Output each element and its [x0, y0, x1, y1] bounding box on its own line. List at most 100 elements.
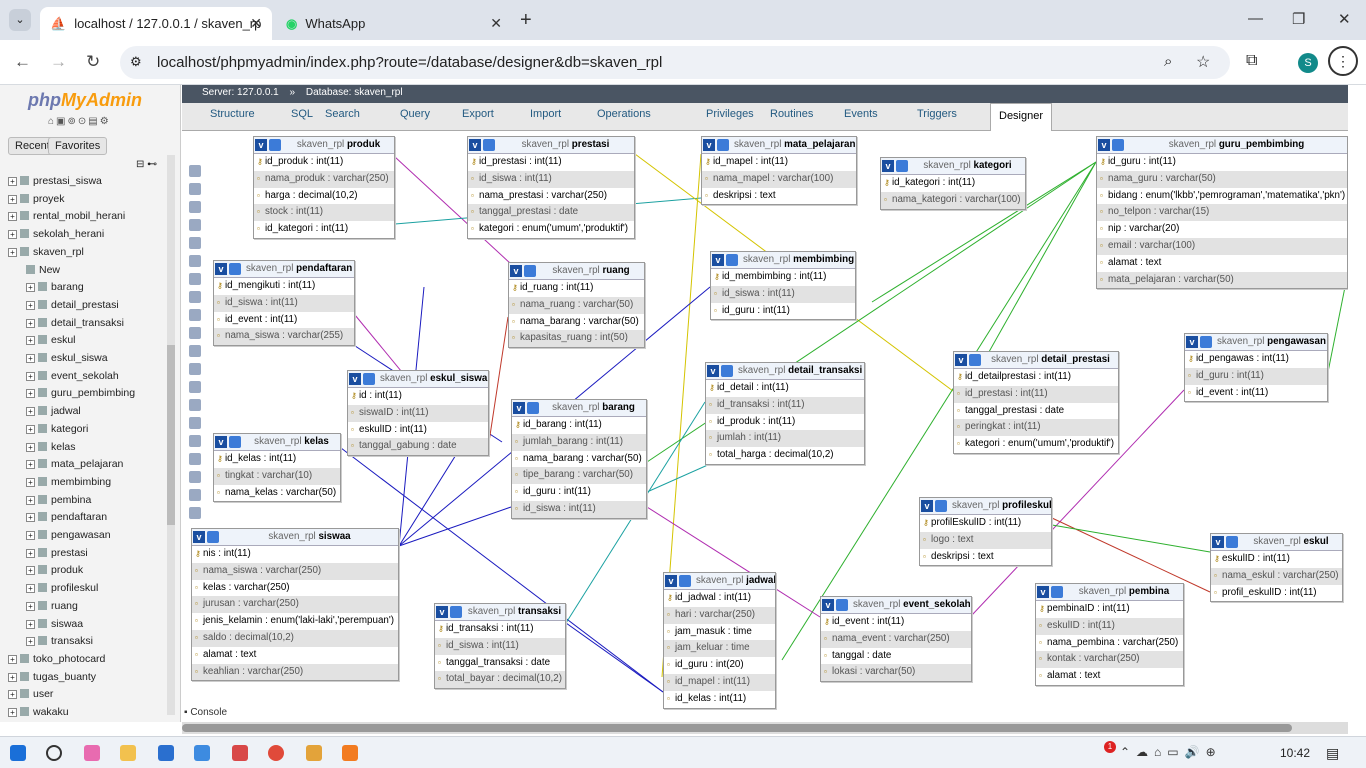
- sidebar-item[interactable]: +mata_pelajaran: [26, 458, 123, 476]
- recent-button[interactable]: Recent: [8, 137, 57, 155]
- expand-icon[interactable]: +: [26, 407, 35, 417]
- table-column[interactable]: ▫nama_ruang : varchar(50): [509, 296, 644, 314]
- relation-line[interactable]: [1051, 524, 1211, 553]
- sidebar-item[interactable]: +proyek: [8, 193, 65, 211]
- table-column[interactable]: ⚷pembinaID : int(11): [1036, 601, 1183, 618]
- table-column[interactable]: ⚷id_ruang : int(11): [509, 280, 644, 297]
- designer-tool-icon[interactable]: [189, 165, 201, 177]
- designer-tool-icon[interactable]: [189, 183, 201, 195]
- tab-triggers[interactable]: Triggers: [917, 108, 957, 120]
- notifications-icon[interactable]: ▤: [1326, 745, 1340, 761]
- table-options-icon[interactable]: [935, 500, 947, 512]
- expand-icon[interactable]: +: [26, 566, 35, 576]
- expand-icon[interactable]: +: [26, 389, 35, 399]
- table-options-icon[interactable]: [1112, 139, 1124, 151]
- tab-search[interactable]: Search: [325, 108, 360, 120]
- sidebar-item[interactable]: +kategori: [26, 423, 88, 441]
- relation-line[interactable]: [398, 506, 512, 547]
- table-options-icon[interactable]: [483, 139, 495, 151]
- relation-line[interactable]: [1051, 517, 1211, 593]
- toggle-columns-icon[interactable]: v: [1186, 336, 1198, 348]
- designer-tool-icon[interactable]: [189, 291, 201, 303]
- table-column[interactable]: ▫tanggal : date: [821, 648, 971, 665]
- sidebar-item[interactable]: +tugas_buanty: [8, 671, 96, 689]
- sidebar-item[interactable]: +pembina: [26, 494, 91, 512]
- sidebar-item[interactable]: +user: [8, 688, 53, 706]
- table-column[interactable]: ▫nama_prestasi : varchar(250): [468, 188, 634, 205]
- table-column[interactable]: ▫id_transaksi : int(11): [706, 396, 864, 414]
- close-window-icon[interactable]: ✕: [1338, 11, 1351, 28]
- toggle-columns-icon[interactable]: v: [703, 139, 715, 151]
- toggle-columns-icon[interactable]: v: [1037, 586, 1049, 598]
- table-column[interactable]: ⚷id_mengikuti : int(11): [214, 278, 354, 295]
- table-column[interactable]: ▫id_mapel : int(11): [664, 673, 775, 691]
- table-column[interactable]: ▫jumlah : int(11): [706, 430, 864, 448]
- tab-events[interactable]: Events: [844, 108, 878, 120]
- site-info-icon[interactable]: ⚙: [130, 54, 142, 69]
- table-column[interactable]: ▫eskulID : int(11): [1036, 617, 1183, 635]
- table-column[interactable]: ▫jam_keluar : time: [664, 640, 775, 658]
- sidebar-item[interactable]: +pendaftaran: [26, 511, 107, 529]
- search-icon[interactable]: [46, 745, 62, 761]
- table-column[interactable]: ▫total_harga : decimal(10,2): [706, 447, 864, 464]
- toggle-columns-icon[interactable]: v: [215, 436, 227, 448]
- table-options-icon[interactable]: [1226, 536, 1238, 548]
- expand-icon[interactable]: +: [8, 212, 17, 222]
- scroll-thumb[interactable]: [182, 724, 1292, 732]
- table-column[interactable]: ▫keahlian : varchar(250): [192, 663, 398, 681]
- expand-icon[interactable]: +: [26, 318, 35, 328]
- table-column[interactable]: ▫id_guru : int(11): [711, 303, 855, 320]
- relation-line[interactable]: [646, 506, 821, 618]
- toggle-columns-icon[interactable]: v: [215, 263, 227, 275]
- keyboard-app-icon[interactable]: [194, 745, 210, 761]
- table-column[interactable]: ▫nama_barang : varchar(50): [509, 314, 644, 331]
- expand-icon[interactable]: +: [26, 513, 35, 523]
- table-column[interactable]: ▫tanggal_transaksi : date: [435, 655, 565, 672]
- sidebar-item[interactable]: +kelas: [26, 441, 76, 459]
- phpmyadmin-logo[interactable]: phpMyAdmin: [28, 90, 142, 110]
- table-column[interactable]: ⚷id_produk : int(11): [254, 154, 394, 171]
- table-column[interactable]: ▫kapasitas_ruang : int(50): [509, 330, 644, 348]
- table-column[interactable]: ▫id_siswa : int(11): [214, 294, 354, 312]
- sidebar-item[interactable]: +barang: [26, 281, 84, 299]
- table-options-icon[interactable]: [527, 402, 539, 414]
- toggle-columns-icon[interactable]: v: [707, 365, 719, 377]
- sidebar-item[interactable]: +guru_pembimbing: [26, 387, 135, 405]
- expand-icon[interactable]: +: [26, 424, 35, 434]
- xampp-icon[interactable]: [342, 745, 358, 761]
- expand-icon[interactable]: +: [26, 460, 35, 470]
- horizontal-scrollbar[interactable]: [182, 722, 1348, 734]
- close-tab-icon[interactable]: ✕: [490, 15, 502, 31]
- designer-tool-icon[interactable]: [189, 417, 201, 429]
- file-explorer-icon[interactable]: [120, 745, 136, 761]
- designer-tool-icon[interactable]: [189, 273, 201, 285]
- sidebar-scroll-thumb[interactable]: [167, 345, 175, 525]
- designer-tool-icon[interactable]: [189, 453, 201, 465]
- expand-icon[interactable]: +: [26, 584, 35, 594]
- toggle-columns-icon[interactable]: v: [469, 139, 481, 151]
- expand-icon[interactable]: +: [8, 690, 17, 700]
- table-column[interactable]: ▫nama_siswa : varchar(250): [192, 562, 398, 580]
- designer-tool-icon[interactable]: [189, 489, 201, 501]
- table-column[interactable]: ▫id_siswa : int(11): [711, 285, 855, 303]
- designer-tool-icon[interactable]: [189, 471, 201, 483]
- relation-line[interactable]: [340, 447, 664, 693]
- expand-icon[interactable]: +: [26, 601, 35, 611]
